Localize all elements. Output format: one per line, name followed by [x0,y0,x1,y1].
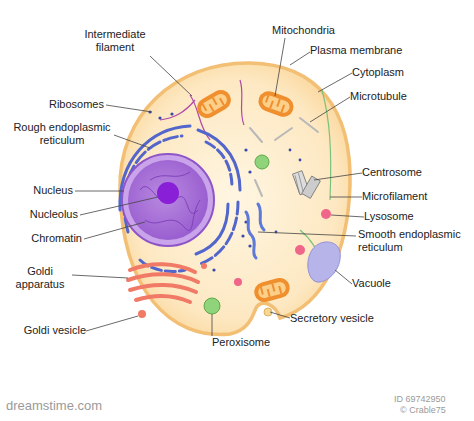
part-label: Rough endoplasmic reticulum [7,121,117,147]
golgi-apparatus [128,264,198,302]
part-label: Ribosomes [14,98,104,111]
nuclear-envelope [122,154,214,246]
chromatin [140,172,200,230]
peroxisome [204,298,220,314]
part-label: Plasma membrane [310,44,420,57]
rough-er [120,126,240,272]
watermark: © Crable75 [400,405,474,416]
leader-lines [72,38,364,336]
part-label: Vacuole [352,277,432,290]
part-label: Goldi vesicle [6,324,86,337]
part-label: Cytoplasm [352,66,442,79]
smooth-er [246,204,264,258]
lysosome [234,278,242,286]
part-label: Lysosome [364,210,454,223]
microfilaments [300,90,331,262]
part-label: Nucleolus [8,208,78,221]
centrosome [292,171,320,199]
plasma-membrane [120,63,350,334]
nucleus [128,160,208,240]
watermark: ID 69742950 [394,394,474,405]
lysosome [321,209,331,219]
golgi-vesicle [201,263,207,269]
watermark: dreamstime.com [6,398,146,413]
nucleolus [157,182,179,204]
part-label: Peroxisome [212,336,302,349]
part-label: Smooth endoplasmic reticulum [358,228,470,254]
part-label: Microtubule [350,90,440,103]
lysosome [295,245,305,255]
part-label: Goldi apparatus [10,265,70,291]
part-label: Nucleus [3,184,73,197]
part-label: Chromatin [7,232,82,245]
part-label: Centrosome [362,166,452,179]
mitochondrion [252,276,292,305]
part-label: Microfilament [362,190,462,203]
golgi-vesicle [138,310,146,318]
part-label: Secretory vesicle [290,312,400,325]
part-label: Intermediate filament [75,28,155,54]
part-label: Mitochondria [272,24,362,37]
mitochondrion [193,86,234,121]
vesicle [255,155,269,169]
vacuole [308,242,340,282]
ribosomes [148,110,301,271]
mitochondrion [256,88,297,119]
